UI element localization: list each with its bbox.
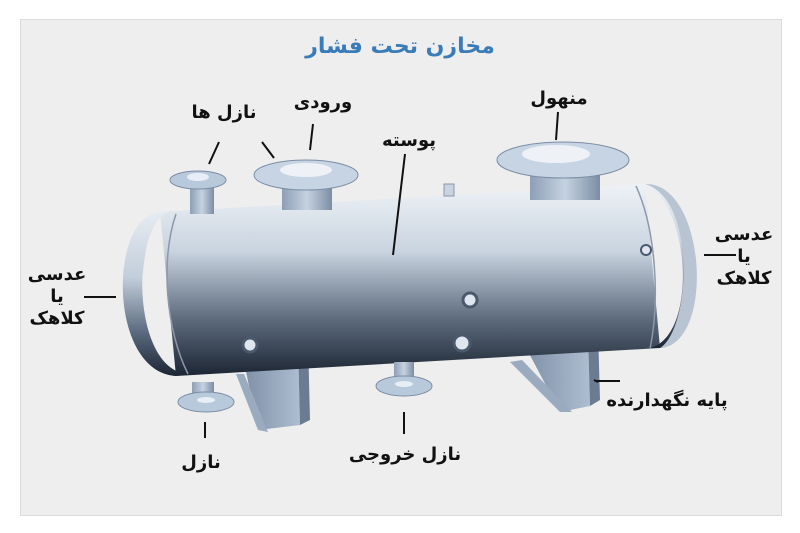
leader-lines [84, 111, 736, 438]
label-nozzle: نازل [181, 452, 221, 473]
label-outlet-nozzle: نازل خروجی [348, 444, 462, 465]
label-support: پایه نگهدارنده [606, 390, 728, 411]
manhole [496, 141, 630, 200]
diagram-title: مخازن تحت فشار [305, 34, 495, 59]
bottom-nozzles [177, 362, 433, 413]
label-head-right-line3: کلاهک [716, 268, 772, 289]
shell-ports [241, 183, 652, 354]
label-head-right-line2: یا [737, 246, 751, 267]
label-head-left-line3: کلاهک [29, 308, 85, 329]
inlet-nozzle [253, 159, 359, 210]
label-manhole: منهول [530, 88, 588, 109]
label-head-left-line1: عدسی [27, 264, 87, 285]
label-head-right-line1: عدسی [714, 224, 774, 245]
label-shell: پوسته [381, 130, 436, 151]
label-head-left: عدسی یا کلاهک [24, 264, 90, 330]
label-inlet: ورودی [293, 92, 353, 113]
top-nozzle [169, 170, 227, 214]
label-nozzles: نازل ها [191, 102, 257, 123]
label-head-left-line2: یا [50, 286, 64, 307]
label-head-right: عدسی یا کلاهک [712, 224, 776, 290]
vessel-shell [122, 183, 697, 376]
